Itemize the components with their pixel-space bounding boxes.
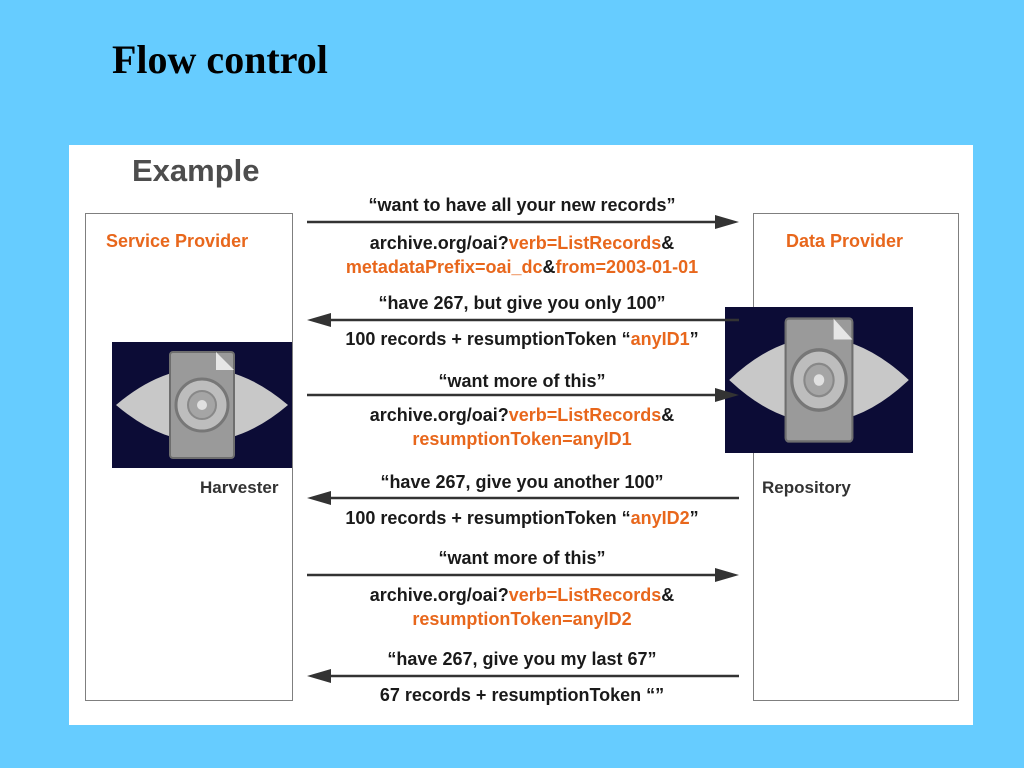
repository-eye-document-icon [725, 307, 913, 453]
request-3-quote: “want more of this” [438, 548, 606, 568]
request-1-params: metadataPrefix=oai_dc&from=2003-01-01 [345, 257, 699, 277]
harvester-label: Harvester [200, 478, 279, 497]
slide-title: Flow control [112, 37, 328, 82]
request-3-url: archive.org/oai?verb=ListRecords& [369, 585, 675, 605]
request-2-quote: “want more of this” [438, 371, 606, 391]
diagram-heading: Example [132, 153, 260, 188]
response-2-arrow-left [307, 491, 739, 505]
request-2-params: resumptionToken=anyID1 [412, 429, 632, 449]
service-provider-label: Service Provider [106, 231, 249, 251]
response-2-records: 100 records + resumptionToken “anyID2” [345, 508, 699, 528]
response-3-arrow-left [307, 669, 739, 683]
request-1-arrow-right [307, 215, 739, 229]
response-3-quote: “have 267, give you my last 67” [387, 649, 657, 669]
request-1-quote: “want to have all your new records” [368, 195, 676, 215]
repository-label: Repository [762, 478, 851, 497]
data-provider-box [753, 213, 959, 701]
response-1-records: 100 records + resumptionToken “anyID1” [345, 329, 699, 349]
request-3-params: resumptionToken=anyID2 [412, 609, 632, 629]
response-3-records: 67 records + resumptionToken “” [379, 685, 665, 705]
harvester-eye-document-icon [112, 342, 292, 468]
response-1-arrow-left [307, 313, 739, 327]
request-1-url: archive.org/oai?verb=ListRecords& [369, 233, 675, 253]
request-2-arrow-right [307, 388, 739, 402]
response-1-quote: “have 267, but give you only 100” [378, 293, 666, 313]
response-2-quote: “have 267, give you another 100” [380, 472, 664, 492]
data-provider-label: Data Provider [786, 231, 904, 251]
example-diagram: Example Service Provider Data Provider H… [69, 145, 973, 725]
request-3-arrow-right [307, 568, 739, 582]
request-2-url: archive.org/oai?verb=ListRecords& [369, 405, 675, 425]
